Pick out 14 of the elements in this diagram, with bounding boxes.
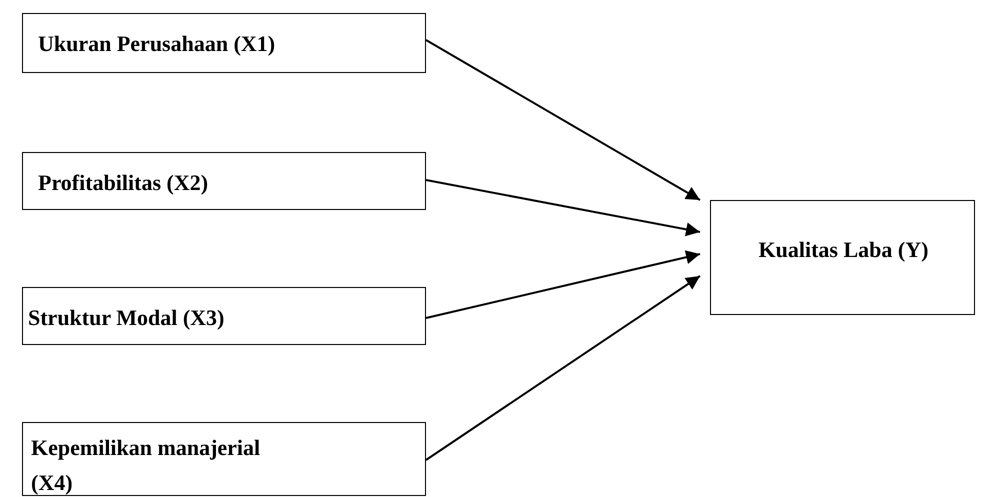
variable-label: Ukuran Perusahaan (X1) (38, 31, 276, 58)
arrow (425, 275, 701, 461)
arrow (426, 39, 700, 201)
variable-box (22, 287, 426, 345)
variable-box (22, 152, 426, 210)
variable-box (22, 13, 426, 73)
variable-box (710, 200, 975, 315)
variable-label: Struktur Modal (X3) (28, 305, 226, 332)
arrow (426, 179, 700, 236)
variable-label: Profitabilitas (X2) (38, 170, 210, 196)
variable-box (22, 422, 426, 496)
variable-label: Kepemilikan manajerial (X4) (31, 434, 262, 497)
arrow (426, 250, 700, 319)
variable-label: Kualitas Laba (Y) (758, 236, 930, 264)
